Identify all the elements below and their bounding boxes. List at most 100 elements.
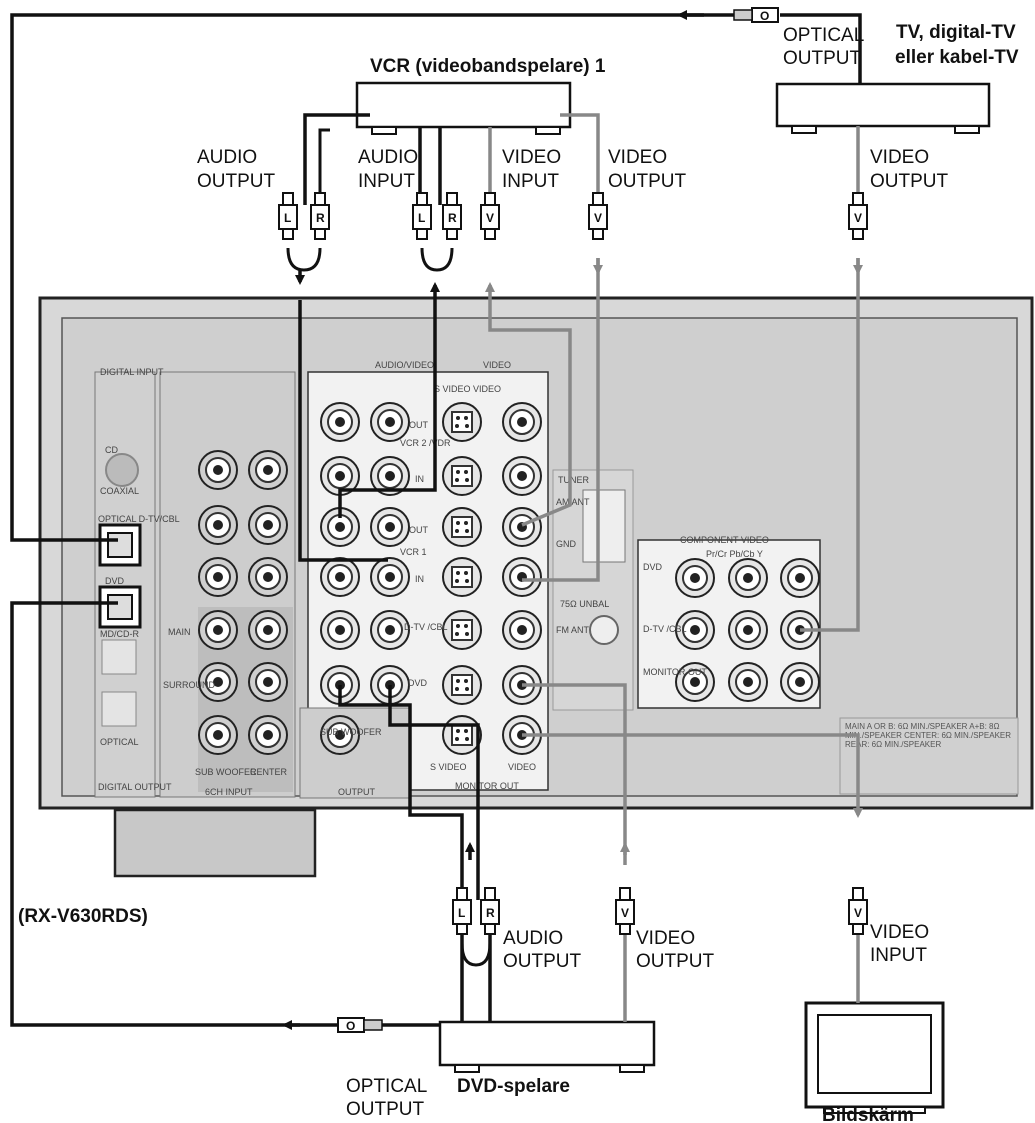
receiver-foot	[113, 808, 317, 878]
video-jack	[502, 402, 542, 442]
vcr-audio-in-plug-r-letter: R	[448, 211, 457, 225]
vcr-title: VCR (videobandspelare) 1	[370, 56, 606, 77]
vcr-audio-in-plug-l-letter: L	[418, 211, 425, 225]
vcr-video-in-label-2: INPUT	[502, 171, 559, 192]
av-audio-l-jack	[370, 610, 410, 650]
vcr-video-out-label-2: OUTPUT	[608, 171, 687, 192]
optical-plug-dvd: O	[337, 1017, 383, 1033]
analog-l-jack	[248, 450, 288, 490]
vcr-video-out-label-1: VIDEO	[608, 147, 667, 168]
vcr-video-out-plug: V	[588, 192, 608, 240]
panel-s-video: S VIDEO	[430, 762, 467, 772]
vcr-video-out-plug-letter: V	[594, 211, 602, 225]
av-audio-l-jack	[370, 557, 410, 597]
dvd-video-out-label-2: OUTPUT	[636, 951, 715, 972]
tv-optical-label: OPTICAL	[783, 25, 864, 46]
vcr-audio-in-plug-l: L	[412, 192, 432, 240]
analog-r-jack	[198, 505, 238, 545]
ch6-jack	[198, 662, 238, 702]
vcr-audio-output-cable	[303, 113, 370, 205]
panel-md-cdr: MD/CD-R	[100, 629, 139, 639]
ch6-jack	[198, 715, 238, 755]
panel-digital-input: DIGITAL INPUT	[100, 367, 164, 377]
s-video-jack	[442, 507, 482, 547]
dvd-audio-plug-l: L	[452, 887, 472, 935]
panel-tuner: TUNER	[558, 475, 589, 485]
ch6-jack	[248, 715, 288, 755]
s-video-jack	[442, 610, 482, 650]
dvd-optical-output-label: OUTPUT	[346, 1099, 425, 1120]
s-video-jack	[442, 557, 482, 597]
av-audio-l-jack	[370, 456, 410, 496]
tv-video-out-label-1: VIDEO	[870, 147, 929, 168]
vcr-audio-out-label-2: OUTPUT	[197, 171, 276, 192]
vcr-audio-in-plug-r: R	[442, 192, 462, 240]
panel-pr-pb-y: Pr/Cr Pb/Cb Y	[706, 549, 763, 559]
panel-monitor-out-comp: MONITOR OUT	[643, 667, 707, 677]
av-audio-l-jack	[370, 402, 410, 442]
s-video-jack	[442, 456, 482, 496]
panel-surround: SURROUND	[163, 680, 216, 690]
component-jack	[728, 558, 768, 598]
panel-labels: DIGITAL INPUT CD COAXIAL OPTICAL D-TV/CB…	[98, 360, 769, 797]
vcr-audio-out-plug-r: R	[310, 192, 330, 240]
rca-jacks	[198, 402, 820, 755]
panel-dvd: DVD	[105, 576, 125, 586]
component-jack	[675, 662, 715, 702]
vcr-audio-in-label-1: AUDIO	[358, 147, 418, 168]
dvd-audio-out-label-1: AUDIO	[503, 928, 563, 949]
dvd-audio-plug-r: R	[480, 887, 500, 935]
ch6-jack	[248, 662, 288, 702]
optical-plug-dvd-letter: O	[346, 1019, 355, 1033]
dvd-audio-plug-l-letter: L	[458, 906, 465, 920]
tv-video-out-label-2: OUTPUT	[870, 171, 949, 192]
optical-cable-tv	[10, 13, 748, 542]
panel-dtv-comp: D-TV /CBL	[643, 624, 687, 634]
panel-subwoofer-output: SUB WOOFER	[320, 727, 382, 737]
panel-subwoofer-input: SUB WOOFER	[195, 767, 257, 777]
vcr-video-in-label-1: VIDEO	[502, 147, 561, 168]
speaker-info-wrap: MAIN A OR B: 6Ω MIN./SPEAKER A+B: 8Ω MIN…	[845, 722, 1011, 749]
vcr-device	[355, 81, 572, 135]
s-video-jack	[442, 715, 482, 755]
dvd-video-output-cable	[522, 683, 627, 855]
panel-fm: FM ANT	[556, 625, 590, 635]
monitor-video-plug-letter: V	[854, 906, 862, 920]
digital-section	[94, 371, 156, 798]
vcr-video-in-plug: V	[480, 192, 500, 240]
video-jack	[502, 610, 542, 650]
dvd-audio-plug-r-letter: R	[486, 906, 495, 920]
monitor-video-plug: V	[848, 887, 868, 935]
optical-plug-tv-letter: O	[760, 9, 769, 23]
panel-optical-dtv: OPTICAL D-TV/CBL	[98, 514, 180, 524]
av-audio-r-jack	[320, 557, 360, 597]
panel-video-out: VIDEO	[508, 762, 536, 772]
video-jack	[502, 507, 542, 547]
panel-digital-output: DIGITAL OUTPUT	[98, 782, 172, 792]
ch6-jack	[248, 610, 288, 650]
panel-in-2: IN	[415, 574, 424, 584]
analog-l-jack	[248, 505, 288, 545]
vcr-audio-out-plug-l: L	[278, 192, 298, 240]
panel-component-video: COMPONENT VIDEO	[680, 535, 769, 545]
vcr-audio-out-plug-l-letter: L	[284, 211, 291, 225]
dvd-device	[438, 1020, 656, 1073]
panel-unbal: 75Ω UNBAL	[560, 599, 609, 609]
component-jack	[728, 662, 768, 702]
receiver-title: (RX-V630RDS)	[18, 906, 148, 927]
panel-optical: OPTICAL	[100, 737, 139, 747]
tv-video-out-plug: V	[848, 192, 868, 240]
video-jack	[502, 557, 542, 597]
dvd-video-out-label-1: VIDEO	[636, 928, 695, 949]
panel-vcr1: VCR 1	[400, 547, 427, 557]
panel-monitor-out: MONITOR OUT	[455, 781, 519, 791]
panel-dvd-av: DVD	[408, 678, 428, 688]
panel-cd: CD	[105, 445, 118, 455]
tv-title-line2: eller kabel-TV	[895, 47, 1019, 68]
av-audio-l-jack	[370, 665, 410, 705]
component-jack	[780, 558, 820, 598]
panel-main: MAIN	[168, 627, 191, 637]
vcr-video-in-plug-letter: V	[486, 211, 494, 225]
